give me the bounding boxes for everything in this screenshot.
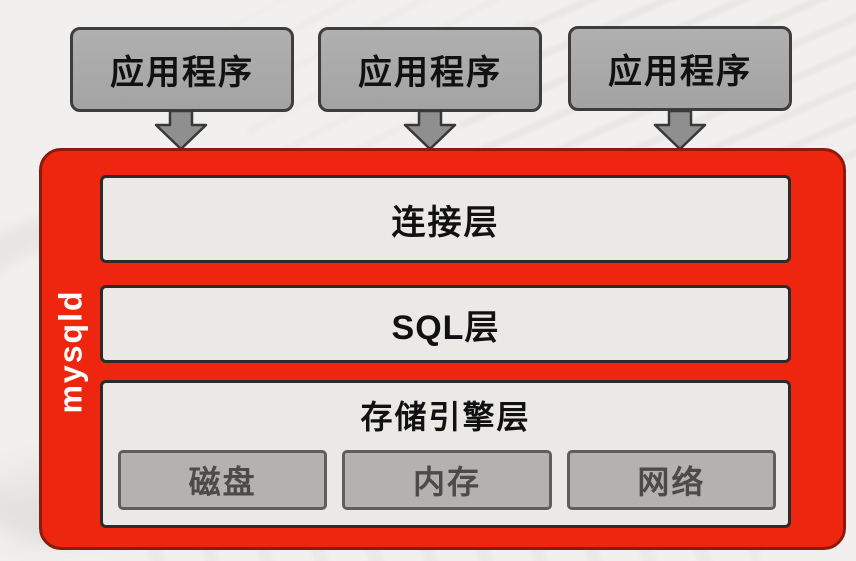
- mysqld-label: mysqld: [52, 288, 89, 414]
- down-arrow-icon: [154, 110, 208, 150]
- layer-sql: SQL层: [100, 285, 791, 363]
- layer-sql-label: SQL层: [391, 308, 500, 347]
- layer-storage-engine: 存储引擎层 磁盘 内存 网络: [100, 380, 791, 528]
- mysqld-container: mysqld 连接层 SQL层 存储引擎层 磁盘 内存 网络: [39, 148, 846, 550]
- app-box-3-label: 应用程序: [608, 53, 752, 91]
- component-network: 网络: [566, 450, 776, 510]
- down-arrow-icon: [653, 110, 707, 150]
- layer-storage-engine-label: 存储引擎层: [360, 399, 531, 435]
- layer-connection-label: 连接层: [391, 203, 500, 242]
- component-memory: 内存: [342, 450, 552, 510]
- down-arrow-icon: [403, 110, 457, 150]
- app-box-2: 应用程序: [318, 27, 542, 112]
- storage-components-row: 磁盘 内存 网络: [118, 450, 776, 510]
- app-box-2-label: 应用程序: [358, 54, 502, 92]
- component-disk: 磁盘: [118, 450, 328, 510]
- layer-connection: 连接层: [100, 175, 791, 263]
- app-box-1: 应用程序: [70, 27, 294, 112]
- app-box-3: 应用程序: [568, 26, 792, 111]
- app-box-1-label: 应用程序: [110, 54, 254, 92]
